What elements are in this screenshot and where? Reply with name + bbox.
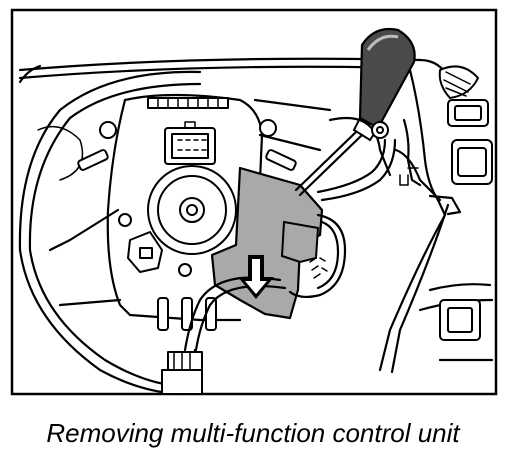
steering-wheel-hub xyxy=(48,93,332,322)
multi-function-control-unit xyxy=(210,166,324,320)
lower-connector xyxy=(161,351,203,395)
arrow-down-icon xyxy=(238,255,274,299)
side-connector xyxy=(127,231,163,273)
airbag-connector xyxy=(164,121,216,165)
steering-wheel-illustration xyxy=(10,8,498,396)
hub-slots xyxy=(77,119,297,277)
steering-wheel-rim xyxy=(18,70,202,396)
steering-column-shroud xyxy=(328,58,462,374)
air-vent xyxy=(438,65,479,99)
hub-tabs xyxy=(157,297,217,331)
steering-shaft xyxy=(147,165,237,255)
figure-caption: Removing multi-function control unit xyxy=(46,418,460,448)
screwdriver xyxy=(294,27,416,197)
dashboard-switches xyxy=(399,99,494,362)
